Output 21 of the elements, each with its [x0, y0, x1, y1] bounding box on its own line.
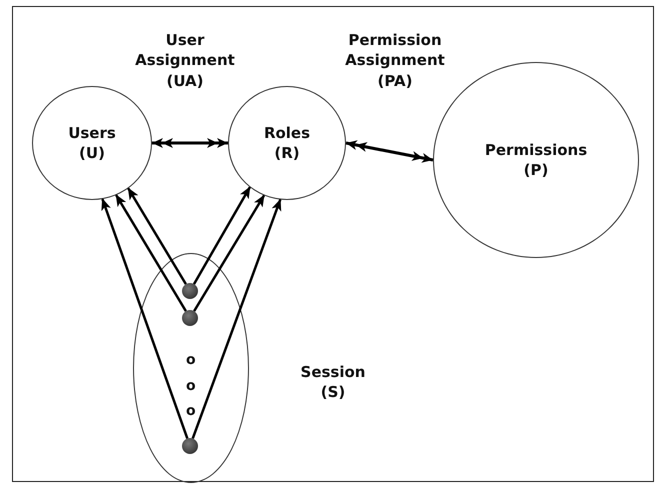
set-circle	[228, 86, 346, 200]
session-dot	[182, 283, 198, 299]
node-label: Roles (R)	[262, 122, 312, 164]
arrow	[192, 198, 282, 439]
arrow	[193, 194, 266, 312]
session-ellipse	[133, 253, 249, 483]
session-dot	[182, 310, 198, 326]
arrow	[101, 198, 188, 439]
arrow	[192, 186, 251, 285]
node-label: Session (S)	[300, 362, 366, 402]
arrow	[115, 194, 187, 312]
node-label: Users (U)	[67, 122, 117, 164]
ellipsis-mark: o	[186, 403, 196, 419]
edge-label: User Assignment (UA)	[134, 30, 236, 91]
node-label: Permissions (P)	[484, 140, 588, 180]
session-dot	[182, 438, 198, 454]
set-circle	[32, 86, 152, 200]
ellipsis-mark: o	[186, 378, 196, 394]
arrow	[127, 188, 187, 285]
edge-label: Permission Assignment (PA)	[344, 30, 446, 91]
ellipsis-mark: o	[186, 352, 196, 368]
